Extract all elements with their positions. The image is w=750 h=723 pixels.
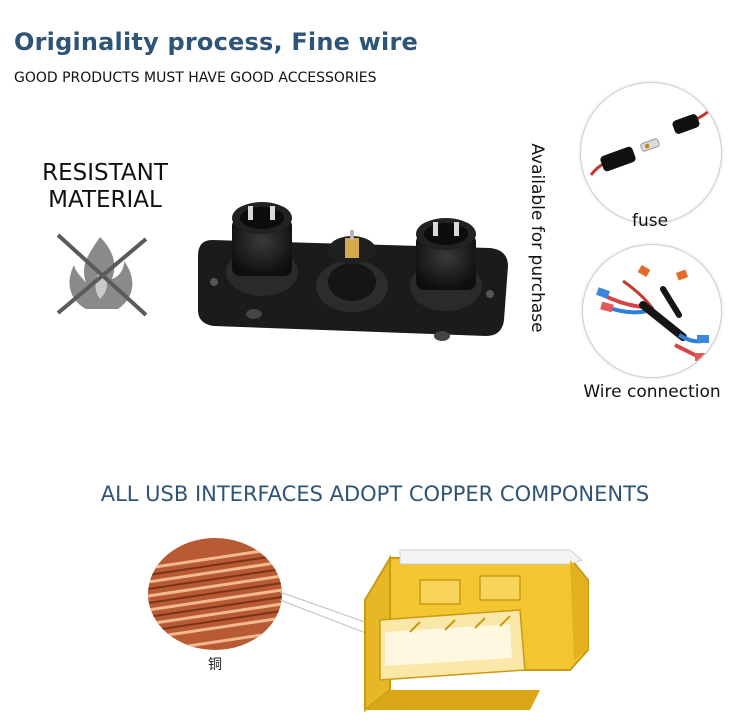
resistant-line-2: MATERIAL (48, 187, 162, 213)
usb-connector-image (279, 549, 589, 713)
wire-connection-image (582, 244, 722, 378)
copper-image (148, 538, 282, 650)
socket-panel-image (198, 202, 508, 341)
wire-connection-label: Wire connection (583, 382, 721, 402)
fuse-label: fuse (631, 211, 669, 231)
copper-sheet-icon (148, 538, 282, 650)
resistant-material-label: RESISTANT MATERIAL (30, 160, 180, 214)
copper-label: 铜 (208, 657, 222, 673)
usb-section-heading: ALL USB INTERFACES ADOPT COPPER COMPONEN… (100, 482, 650, 506)
resistant-line-1: RESISTANT (42, 160, 168, 186)
wire-connector-icon (595, 265, 709, 361)
page-title: Originality process, Fine wire (14, 28, 418, 56)
no-fire-icon (56, 233, 148, 317)
available-for-purchase-label: Available for purchase (522, 130, 552, 345)
usb-connector-icon (364, 549, 589, 713)
fuse-image (580, 82, 722, 224)
fuse-icon (589, 109, 710, 176)
available-text: Available for purchase (527, 142, 547, 333)
page-subtitle: GOOD PRODUCTS MUST HAVE GOOD ACCESSORIES (14, 70, 377, 86)
